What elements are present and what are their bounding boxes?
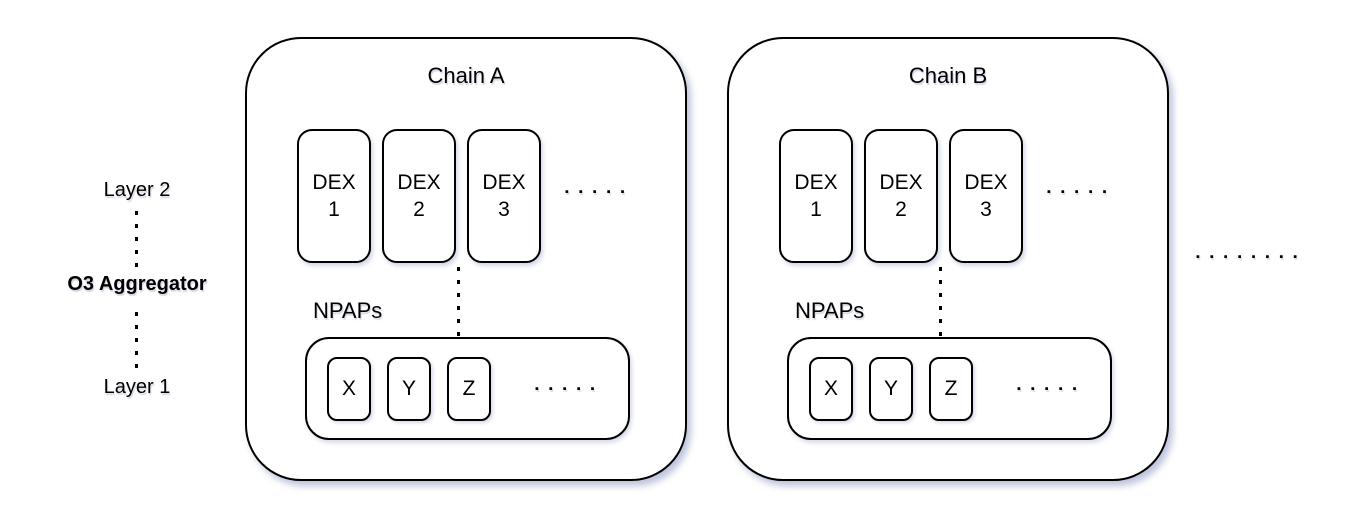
chain-b-npap-ellipsis: ▪▪▪▪▪ [1017, 382, 1087, 395]
dex-number: 1 [810, 198, 822, 221]
more-chains-ellipsis: ▪▪▪▪▪▪▪▪ [1196, 251, 1308, 263]
dex-label: DEX [482, 171, 526, 194]
dex-label: DEX [794, 171, 838, 194]
dex-label: DEX [397, 171, 441, 194]
dex-number: 3 [980, 198, 992, 221]
dotted-line-layer2-aggregator [135, 211, 138, 268]
dex-label: DEX [879, 171, 923, 194]
dex-number: 1 [328, 198, 340, 221]
chain-b-npap-y-box: Y [869, 356, 913, 421]
chain-b-container: Chain B DEX 1 DEX 2 DEX 3 ▪▪▪▪▪ NPAPs X … [727, 37, 1169, 481]
chain-b-dex-ellipsis: ▪▪▪▪▪ [1047, 186, 1117, 198]
chain-a-dex-ellipsis: ▪▪▪▪▪ [565, 186, 635, 198]
chain-b-dex-2-box: DEX 2 [864, 129, 938, 263]
dex-number: 3 [498, 198, 510, 221]
chain-b-npaps-label: NPAPs [795, 298, 865, 323]
o3-aggregator-label: O3 Aggregator [67, 273, 207, 295]
chain-a-npaps-container: X Y Z ▪▪▪▪▪ [305, 337, 630, 440]
chain-a-container: Chain A DEX 1 DEX 2 DEX 3 ▪▪▪▪▪ NPAPs X … [245, 37, 687, 481]
dex-number: 2 [895, 198, 907, 221]
dex-label: DEX [312, 171, 356, 194]
chain-a-npap-y-box: Y [387, 356, 431, 421]
chain-b-npap-z-box: Z [929, 356, 973, 421]
chain-b-title: Chain B [908, 63, 988, 88]
chain-b-dex-3-box: DEX 3 [949, 129, 1023, 263]
chain-a-title: Chain A [427, 63, 505, 88]
chain-a-npap-ellipsis: ▪▪▪▪▪ [535, 382, 605, 395]
dex-number: 2 [413, 198, 425, 221]
chain-b-npap-x-box: X [809, 356, 853, 421]
chain-a-npap-z-box: Z [447, 356, 491, 421]
chain-a-dex-3-box: DEX 3 [467, 129, 541, 263]
chain-a-dex-1-box: DEX 1 [297, 129, 371, 263]
layer2-label: Layer 2 [103, 179, 171, 201]
layer1-label: Layer 1 [103, 376, 171, 398]
dotted-line-aggregator-layer1 [135, 312, 138, 370]
chain-a-npap-x-box: X [327, 356, 371, 421]
chain-a-npaps-label: NPAPs [313, 298, 383, 323]
chain-b-dotted-connector [939, 267, 942, 340]
chain-b-dex-1-box: DEX 1 [779, 129, 853, 263]
chain-a-dotted-connector [457, 267, 460, 340]
dex-label: DEX [964, 171, 1008, 194]
chain-a-dex-2-box: DEX 2 [382, 129, 456, 263]
chain-b-npaps-container: X Y Z ▪▪▪▪▪ [787, 337, 1112, 440]
